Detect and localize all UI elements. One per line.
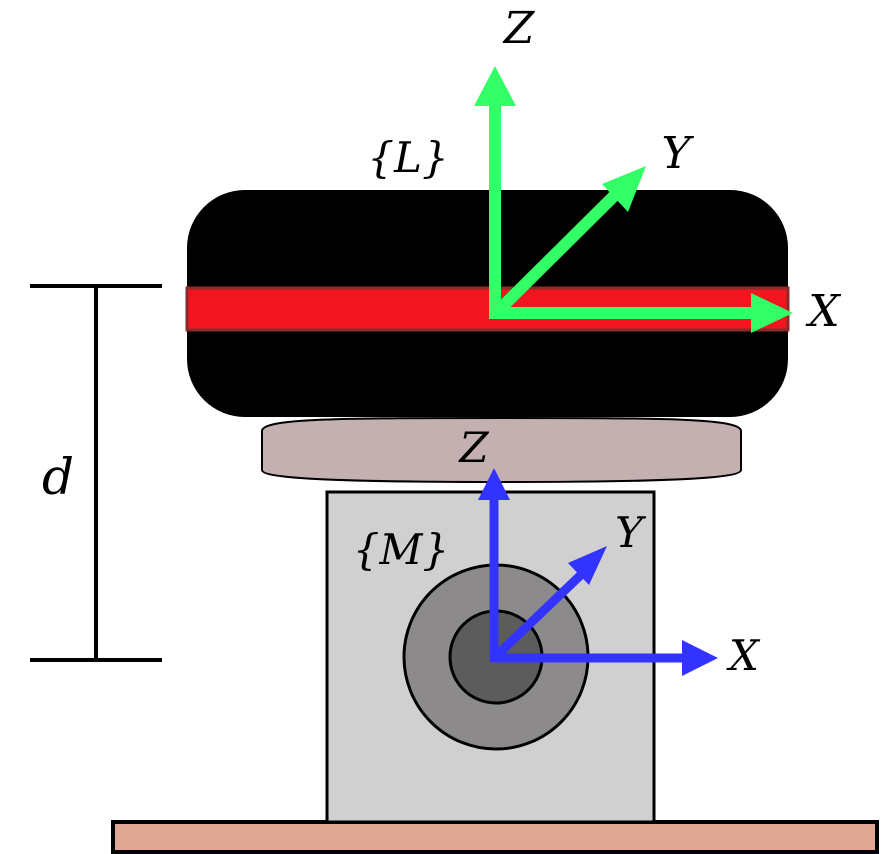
lidar-z-arrowhead	[474, 66, 516, 106]
motor-frame-name: {M}	[353, 525, 449, 574]
distance-label: d	[42, 448, 74, 506]
motor-z-arrowhead	[478, 468, 510, 500]
lidar-y-axis	[491, 185, 625, 318]
base-plate	[111, 820, 879, 854]
lidar-z-label: Z	[502, 3, 536, 54]
motor-y-axis	[490, 566, 590, 662]
motor-frame-arrowheads	[478, 468, 718, 676]
lidar-y-arrowhead	[602, 166, 646, 212]
lidar-frame-arrowheads	[474, 66, 793, 333]
lidar-frame-axes	[489, 92, 758, 319]
lidar-y-label: Y	[661, 128, 694, 179]
motor-frame-axes	[489, 490, 690, 663]
coupling-disc	[261, 417, 742, 484]
motor-y-label: Y	[615, 508, 647, 557]
motor-z-label: Z	[457, 423, 489, 472]
lidar-x-label: X	[805, 286, 841, 337]
lidar-frame-name: {L}	[367, 133, 448, 182]
distance-marker	[30, 284, 162, 662]
lidar-x-arrowhead	[751, 293, 793, 333]
motor-y-arrowhead	[568, 546, 607, 585]
motor-x-arrowhead	[682, 640, 718, 676]
motor-x-label: X	[726, 631, 761, 680]
